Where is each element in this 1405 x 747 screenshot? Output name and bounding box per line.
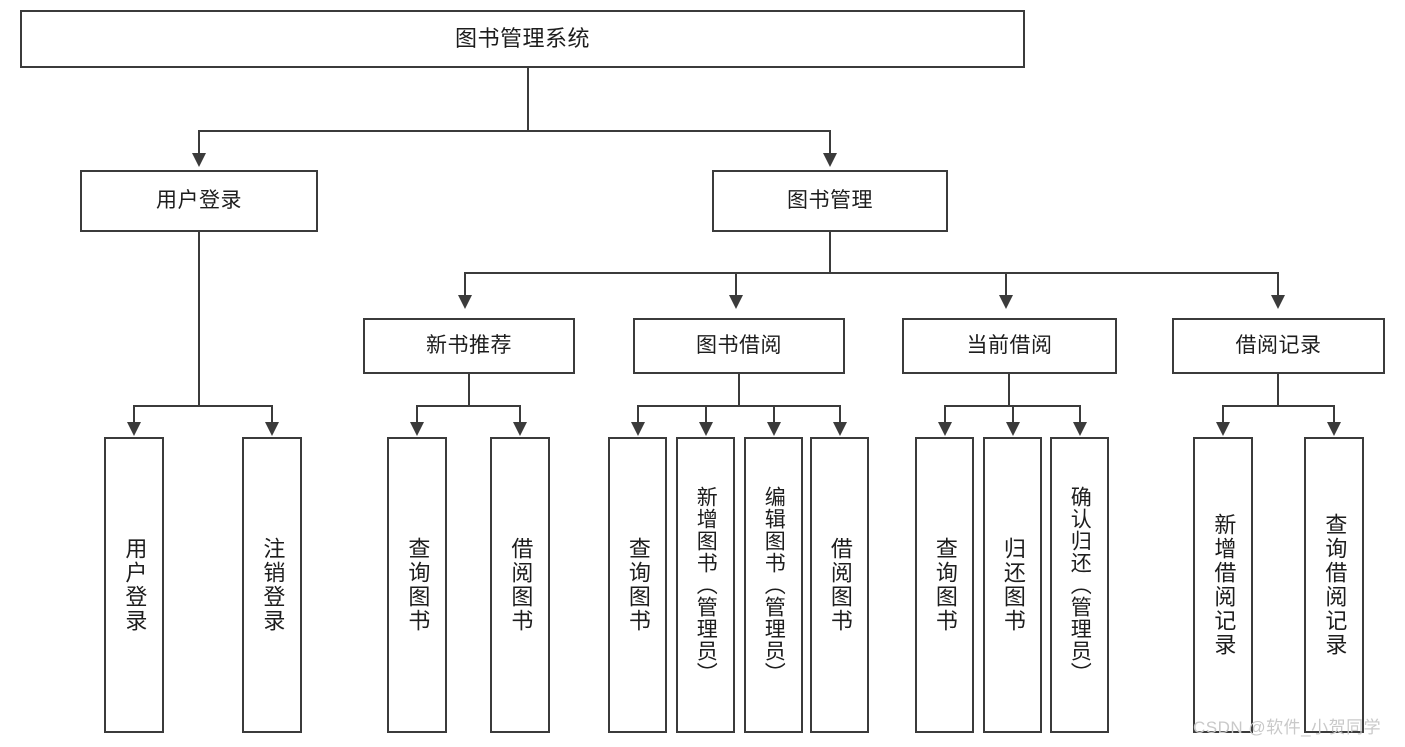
- connector-root-stem: [527, 68, 529, 130]
- connector-level3-drop-2: [735, 272, 737, 296]
- node-leaf-add-record[interactable]: 新增借阅记录: [1193, 437, 1253, 733]
- node-label: 借阅图书: [508, 537, 534, 633]
- node-user-login[interactable]: 用户登录: [80, 170, 318, 232]
- node-label: 图书管理: [787, 188, 873, 212]
- connector-level3-bus: [464, 272, 1279, 274]
- connector-br-drop-1: [1222, 405, 1224, 423]
- node-label: 新增图书（管理员）: [694, 486, 718, 684]
- connector-br-drop-2: [1333, 405, 1335, 423]
- connector-root-bus: [198, 130, 830, 132]
- node-label: 借阅图书: [827, 537, 853, 633]
- connector-level3-drop-1: [464, 272, 466, 296]
- connector-bb-drop-3: [773, 405, 775, 423]
- node-leaf-query-record[interactable]: 查询借阅记录: [1304, 437, 1364, 733]
- node-leaf-return-book[interactable]: 归还图书: [983, 437, 1042, 733]
- node-leaf-confirm-return[interactable]: 确认归还（管理员）: [1050, 437, 1109, 733]
- arrow-to-leaf-return-book: [1006, 422, 1020, 436]
- connector-br-bus: [1222, 405, 1335, 407]
- node-label: 新书推荐: [426, 333, 512, 357]
- arrow-to-leaf-query-record: [1327, 422, 1341, 436]
- node-label: 编辑图书（管理员）: [762, 486, 786, 684]
- node-label: 查询借阅记录: [1322, 513, 1348, 657]
- connector-bb-drop-2: [705, 405, 707, 423]
- node-label: 借阅记录: [1235, 333, 1322, 357]
- arrow-to-leaf-query-book-2: [631, 422, 645, 436]
- connector-level3-drop-4: [1277, 272, 1279, 296]
- arrow-to-book-management: [823, 153, 837, 167]
- arrow-to-leaf-borrow-book-1: [513, 422, 527, 436]
- arrow-to-book-borrow: [729, 295, 743, 309]
- node-leaf-borrow-book-1[interactable]: 借阅图书: [490, 437, 550, 733]
- node-leaf-user-login[interactable]: 用户登录: [104, 437, 164, 733]
- node-leaf-query-book-3[interactable]: 查询图书: [915, 437, 974, 733]
- node-current-borrow[interactable]: 当前借阅: [902, 318, 1117, 374]
- arrow-to-user-login: [192, 153, 206, 167]
- node-label: 图书管理系统: [454, 26, 590, 52]
- connector-cb-stem: [1008, 374, 1010, 405]
- connector-user-login-bus: [133, 405, 272, 407]
- arrow-to-leaf-add-record: [1216, 422, 1230, 436]
- node-label: 归还图书: [1000, 537, 1026, 633]
- arrow-to-borrow-record: [1271, 295, 1285, 309]
- csdn-watermark: CSDN @软件_小贺同学: [1193, 718, 1382, 737]
- connector-book-management-stem: [829, 232, 831, 272]
- connector-level3-drop-3: [1005, 272, 1007, 296]
- connector-nbr-drop-1: [416, 405, 418, 423]
- node-new-book-recommend[interactable]: 新书推荐: [363, 318, 575, 374]
- node-label: 新增借阅记录: [1211, 513, 1237, 657]
- node-label: 当前借阅: [966, 333, 1053, 357]
- node-label: 查询图书: [625, 537, 651, 633]
- node-leaf-query-book-1[interactable]: 查询图书: [387, 437, 447, 733]
- connector-cb-drop-1: [944, 405, 946, 423]
- connector-br-stem: [1277, 374, 1279, 405]
- node-leaf-borrow-book-2[interactable]: 借阅图书: [810, 437, 869, 733]
- node-label: 图书借阅: [696, 333, 782, 357]
- node-label: 查询图书: [932, 537, 958, 633]
- node-leaf-edit-book[interactable]: 编辑图书（管理员）: [744, 437, 803, 733]
- node-label: 用户登录: [156, 188, 242, 212]
- connector-bb-drop-4: [839, 405, 841, 423]
- arrow-to-leaf-edit-book: [767, 422, 781, 436]
- connector-root-drop-left: [198, 130, 200, 154]
- node-book-management[interactable]: 图书管理: [712, 170, 948, 232]
- arrow-to-leaf-add-book: [699, 422, 713, 436]
- node-leaf-logout[interactable]: 注销登录: [242, 437, 302, 733]
- node-label: 注销登录: [260, 537, 286, 633]
- node-leaf-query-book-2[interactable]: 查询图书: [608, 437, 667, 733]
- connector-user-login-drop-2: [271, 405, 273, 423]
- connector-nbr-bus: [416, 405, 521, 407]
- arrow-to-leaf-logout: [265, 422, 279, 436]
- node-leaf-add-book[interactable]: 新增图书（管理员）: [676, 437, 735, 733]
- node-label: 确认归还（管理员）: [1068, 486, 1092, 684]
- connector-bb-stem: [738, 374, 740, 405]
- arrow-to-leaf-query-book-3: [938, 422, 952, 436]
- connector-nbr-drop-2: [519, 405, 521, 423]
- connector-bb-drop-1: [637, 405, 639, 423]
- arrow-to-current-borrow: [999, 295, 1013, 309]
- connector-user-login-stem: [198, 232, 200, 405]
- connector-bb-bus: [637, 405, 841, 407]
- node-book-borrow[interactable]: 图书借阅: [633, 318, 845, 374]
- arrow-to-new-book-recommend: [458, 295, 472, 309]
- connector-user-login-drop-1: [133, 405, 135, 423]
- connector-cb-drop-3: [1079, 405, 1081, 423]
- connector-cb-drop-2: [1012, 405, 1014, 423]
- connector-root-drop-right: [829, 130, 831, 154]
- node-root-system[interactable]: 图书管理系统: [20, 10, 1025, 68]
- node-label: 用户登录: [122, 537, 148, 633]
- arrow-to-leaf-confirm-return: [1073, 422, 1087, 436]
- arrow-to-leaf-user-login: [127, 422, 141, 436]
- node-borrow-record[interactable]: 借阅记录: [1172, 318, 1385, 374]
- arrow-to-leaf-query-book-1: [410, 422, 424, 436]
- connector-nbr-stem: [468, 374, 470, 405]
- node-label: 查询图书: [405, 537, 431, 633]
- arrow-to-leaf-borrow-book-2: [833, 422, 847, 436]
